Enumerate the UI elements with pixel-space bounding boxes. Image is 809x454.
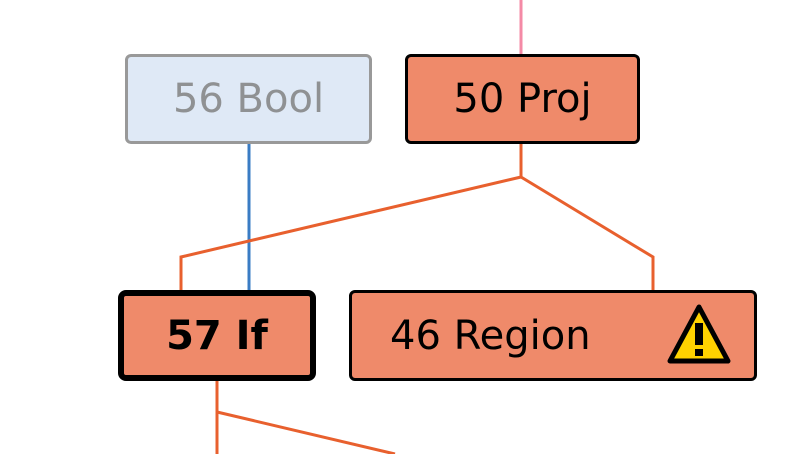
node-46-region[interactable]: 46 Region: [349, 290, 757, 381]
node-label: 57 If: [166, 312, 268, 359]
edge-50-to-57: [179, 144, 523, 290]
node-50-proj[interactable]: 50 Proj: [405, 54, 640, 144]
edge-57-branch-below: [216, 410, 396, 454]
node-label: 46 Region: [390, 312, 591, 359]
node-56-bool[interactable]: 56 Bool: [125, 54, 372, 144]
node-label: 50 Proj: [453, 76, 592, 122]
edge-50-to-46: [520, 175, 655, 290]
node-label: 56 Bool: [172, 76, 325, 122]
warning-icon[interactable]: [666, 301, 732, 367]
node-57-if[interactable]: 57 If: [118, 290, 316, 381]
